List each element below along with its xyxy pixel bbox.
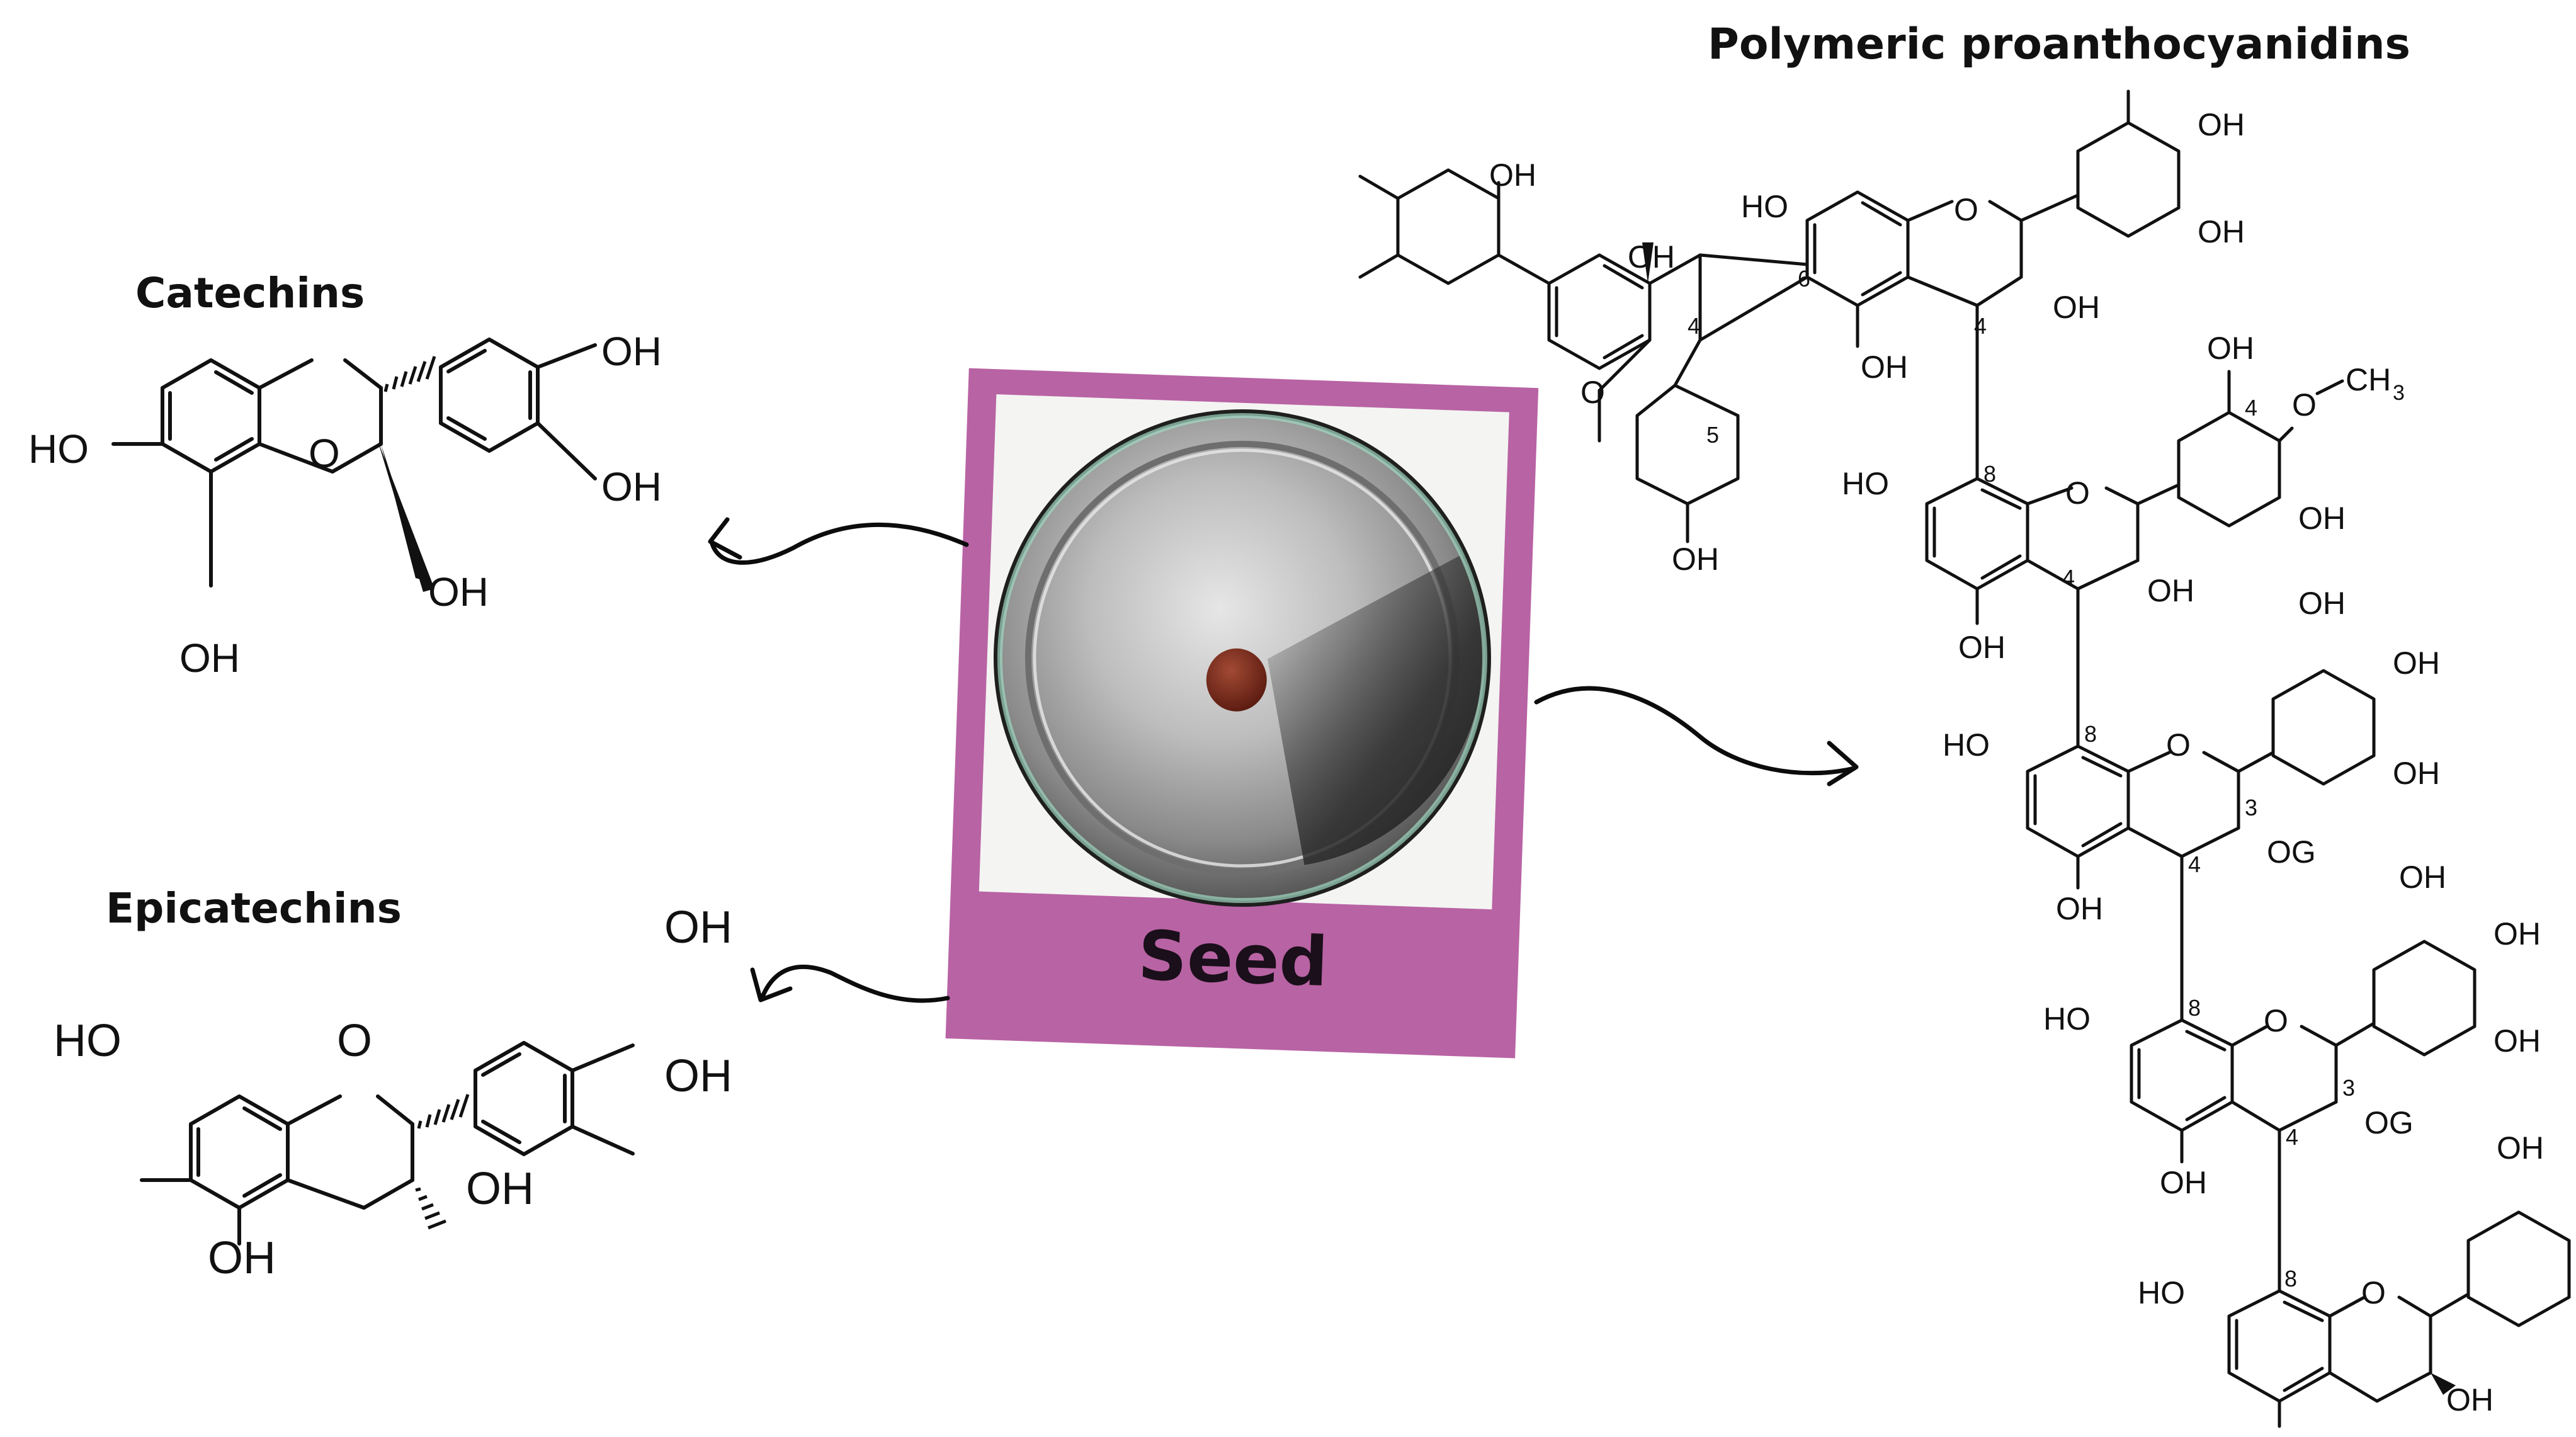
catechin-ho-7: HO xyxy=(28,426,89,472)
poly-unit2-oh-5: OH xyxy=(1861,349,1908,385)
epicatechin-ho-7: HO xyxy=(54,1016,122,1066)
poly-unit1-ring-o: O xyxy=(1580,375,1605,410)
poly-unit3-oh-5: OH xyxy=(1958,630,2006,665)
poly-unit3-ring-o: O xyxy=(2065,475,2090,511)
poly-unit6-ring-o: O xyxy=(2361,1275,2386,1310)
poly-unit3-oh-b1: OH xyxy=(2207,331,2254,366)
catechin-oh-4prime: OH xyxy=(601,464,662,509)
catechin-oh-5: OH xyxy=(179,635,240,681)
poly-unit4-oh-5: OH xyxy=(2056,891,2103,926)
poly-unit3-num4: 4 xyxy=(2062,565,2075,591)
poly-unit6-oh-3: OH xyxy=(2446,1382,2494,1417)
poly-unit2-oh-3: OH xyxy=(2053,290,2100,325)
poly-unit6-oh-b1: OH xyxy=(2497,1130,2544,1166)
poly-unit3-ho: HO xyxy=(1842,466,1889,501)
epicatechin-oh-4prime: OH xyxy=(664,1051,732,1101)
poly-unit4-num8: 8 xyxy=(2084,721,2097,747)
poly-unit3-ch3-sub: 3 xyxy=(2393,381,2405,405)
poly-unit5-oh-b3: OH xyxy=(2494,1023,2541,1059)
poly-unit3-oh-3: OH xyxy=(2147,573,2194,608)
poly-unit5-ring-o: O xyxy=(2264,1003,2288,1038)
poly-unit5-oh-5: OH xyxy=(2160,1165,2207,1200)
title-epicatechins: Epicatechins xyxy=(106,884,402,933)
poly-unit1-num4: 4 xyxy=(1688,313,1700,339)
poly-unit3-oh-b2: OH xyxy=(2298,501,2346,536)
poly-unit5-num8: 8 xyxy=(2188,995,2201,1021)
poly-unit6-num8: 8 xyxy=(2284,1266,2297,1292)
seed-caption: Seed xyxy=(1137,917,1329,1002)
poly-unit4-num4: 4 xyxy=(2188,851,2201,877)
title-polymeric-proanthocyanidins: Polymeric proanthocyanidins xyxy=(1708,20,2410,69)
catechin-oh-3prime: OH xyxy=(601,329,662,374)
poly-unit3-ch3: CH xyxy=(2346,362,2391,397)
poly-unit1-oh-top: OH xyxy=(1489,157,1536,193)
poly-unit5-ho: HO xyxy=(2043,1001,2091,1037)
poly-unit4-ho: HO xyxy=(1943,727,1990,763)
epicatechin-structure: HO O OH OH OH OH xyxy=(54,902,732,1283)
poly-unit5-num4: 4 xyxy=(2286,1124,2298,1150)
catechin-structure: HO O OH OH OH OH xyxy=(28,329,662,681)
poly-unit3-o-methyl: O xyxy=(2292,387,2317,423)
poly-unit5-oh-b1: OH xyxy=(2399,860,2446,895)
epicatechin-ring-o: O xyxy=(337,1016,372,1066)
poly-unit3-num8: 8 xyxy=(1983,461,1996,487)
poly-unit4-oh-b1: OH xyxy=(2298,586,2346,621)
poly-unit4-og: OG xyxy=(2267,834,2316,870)
arrow-to-epicatechins xyxy=(750,964,950,1003)
poly-unit4-num3: 3 xyxy=(2245,795,2257,821)
poly-unit2-oh-b1: OH xyxy=(2198,107,2245,142)
poly-unit4-ring-o: O xyxy=(2166,727,2191,763)
epicatechin-oh-5: OH xyxy=(208,1233,276,1283)
poly-unit2-ring-o: O xyxy=(1954,192,1978,227)
poly-unit5-num3: 3 xyxy=(2342,1075,2355,1101)
poly-unit5-oh-b2: OH xyxy=(2494,916,2541,951)
catechin-ring-o: O xyxy=(309,431,340,476)
poly-unit1-num5: 5 xyxy=(1706,422,1719,448)
epicatechin-oh-3prime: OH xyxy=(664,902,732,953)
epicatechin-oh-3: OH xyxy=(466,1164,534,1214)
poly-unit1-oh-bottom: OH xyxy=(1672,542,1719,577)
poly-unit4-oh-b2: OH xyxy=(2393,645,2440,681)
title-catechins: Catechins xyxy=(135,269,365,317)
poly-unit6-ho: HO xyxy=(2138,1275,2185,1310)
polymeric-structure: OH OH 4 5 O OH O HO OH 6 4 OH OH OH xyxy=(1358,89,2571,1428)
arrow-to-polymeric xyxy=(1534,686,1859,787)
catechin-oh-3: OH xyxy=(428,569,489,615)
poly-unit4-oh-b3: OH xyxy=(2393,756,2440,791)
poly-unit3-num4b: 4 xyxy=(2245,395,2257,421)
poly-unit2-ho: HO xyxy=(1741,189,1788,224)
seed xyxy=(1206,648,1267,712)
seed-polaroid: Seed xyxy=(945,368,1539,1059)
poly-unit5-og: OG xyxy=(2364,1105,2414,1140)
poly-unit2-oh-b2: OH xyxy=(2198,214,2245,249)
arrow-to-catechins xyxy=(708,517,969,565)
